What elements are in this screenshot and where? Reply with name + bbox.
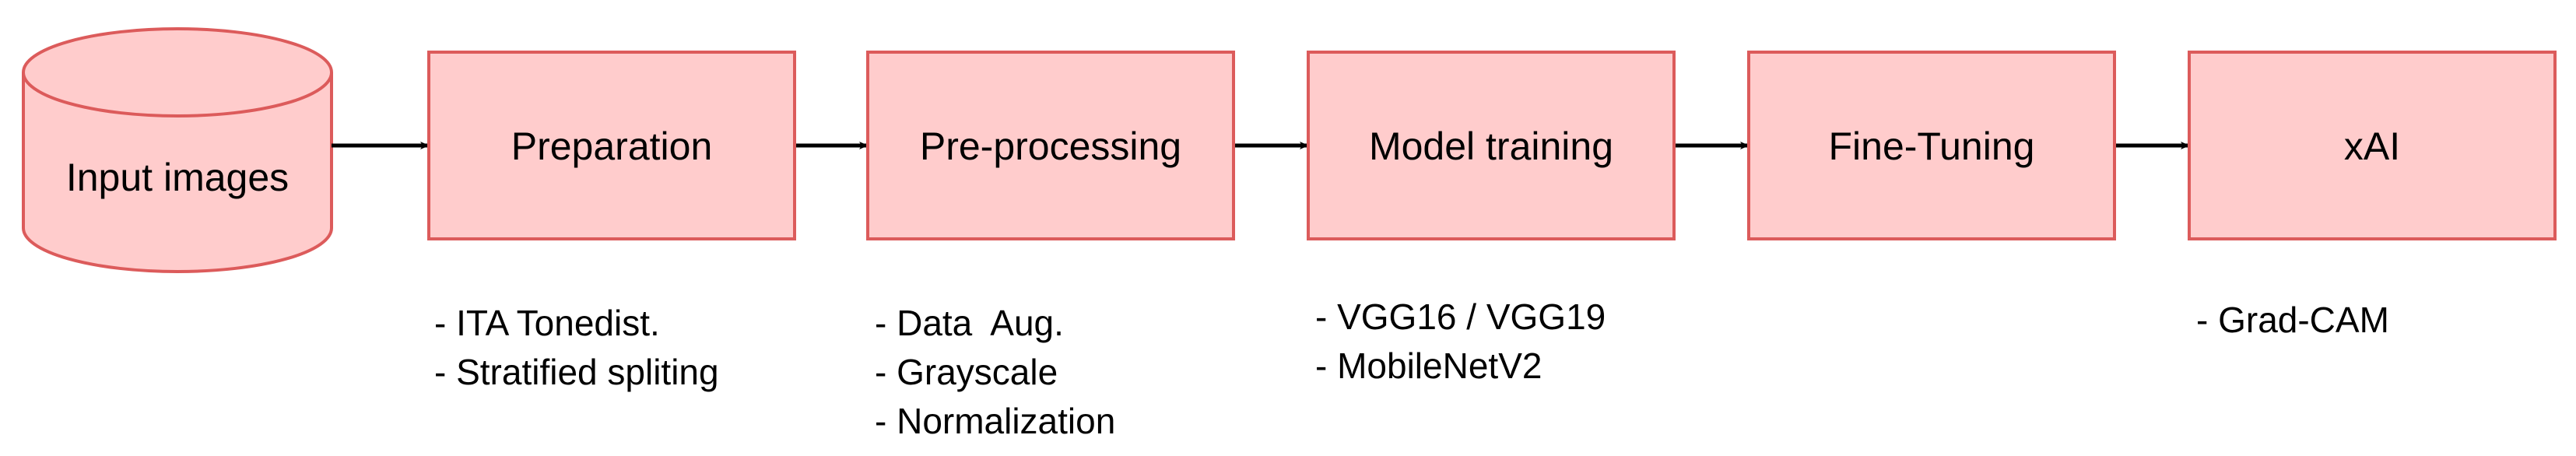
model-training-note-2: - MobileNetV2 xyxy=(1315,346,1542,386)
model-training-box xyxy=(1307,51,1676,240)
preprocessing-note-1: - Data Aug. xyxy=(875,303,1064,343)
xai-label: xAI xyxy=(2344,125,2400,168)
preprocessing-label: Pre-processing xyxy=(920,125,1181,168)
input-images-cylinder: Input images xyxy=(22,27,333,273)
step-xai: xAI - Grad-CAM xyxy=(2188,51,2557,340)
preprocessing-note-2: - Grayscale xyxy=(875,352,1058,392)
preparation-note-2: - Stratified spliting xyxy=(434,352,719,392)
cylinder-body xyxy=(22,72,333,273)
model-training-note-1: - VGG16 / VGG19 xyxy=(1315,296,1606,337)
preparation-box xyxy=(427,51,796,240)
fine-tuning-box xyxy=(1747,51,2116,240)
preparation-note-1: - ITA Tonedist. xyxy=(434,303,660,343)
xai-box xyxy=(2188,51,2557,240)
cylinder-top xyxy=(22,27,333,118)
preprocessing-box xyxy=(866,51,1235,240)
fine-tuning-label: Fine-Tuning xyxy=(1829,125,2035,168)
step-preparation: Preparation - ITA Tonedist. - Stratified… xyxy=(427,51,796,392)
model-training-label: Model training xyxy=(1369,125,1613,168)
preprocessing-note-3: - Normalization xyxy=(875,401,1115,441)
step-preprocessing: Pre-processing - Data Aug. - Grayscale -… xyxy=(866,51,1235,441)
preparation-label: Preparation xyxy=(511,125,713,168)
input-images-label: Input images xyxy=(66,156,289,199)
step-model-training: Model training - VGG16 / VGG19 - MobileN… xyxy=(1307,51,1676,386)
step-fine-tuning: Fine-Tuning xyxy=(1747,51,2116,240)
xai-note-1: - Grad-CAM xyxy=(2196,300,2389,340)
